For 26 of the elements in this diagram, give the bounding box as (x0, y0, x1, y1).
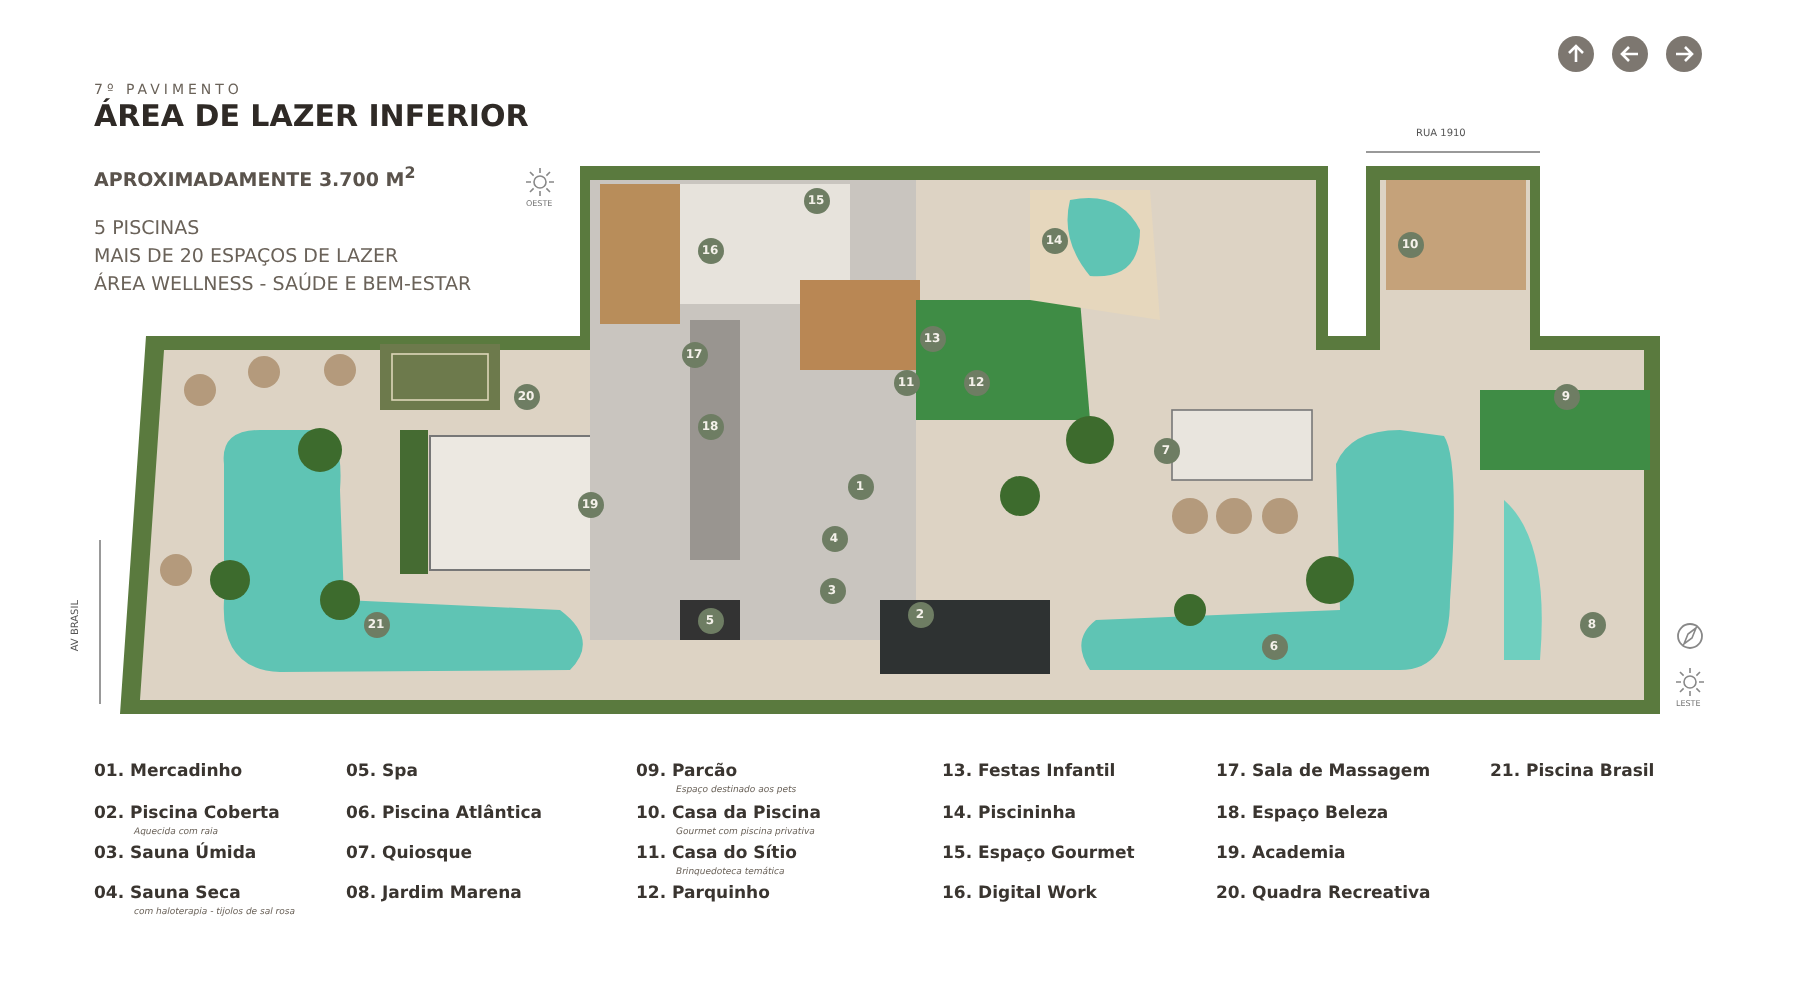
feature-text: MAIS DE 20 ESPAÇOS DE LAZER (94, 248, 399, 270)
key-entry: 03. Sauna Úmida (94, 846, 257, 866)
area-text: APROXIMADAMENTE 3.700 M$^{2}$ (94, 164, 416, 195)
key-entry: 01. Mercadinho (94, 764, 243, 784)
key-entry: 14. Piscininha (942, 806, 1076, 826)
key-entry: 18. Espaço Beleza (1216, 806, 1389, 826)
page-title: ÁREA DE LAZER INFERIOR (94, 100, 529, 135)
key-entry: 12. Parquinho (636, 886, 770, 906)
key-entry: 10. Casa da Piscina (636, 806, 821, 826)
key-entry: 11. Casa do Sítio (636, 846, 797, 866)
key-entry: 21. Piscina Brasil (1490, 764, 1655, 784)
key-entry: 06. Piscina Atlântica (346, 806, 543, 826)
key-entry: 04. Sauna Seca (94, 886, 241, 906)
key-entry: 05. Spa (346, 764, 418, 784)
key-entry: 16. Digital Work (942, 886, 1097, 906)
key-entry: 09. Parcão (636, 764, 738, 784)
key-entry: 20. Quadra Recreativa (1216, 886, 1431, 906)
key-entry: 08. Jardim Marena (346, 886, 522, 906)
key-entry: 07. Quiosque (346, 846, 473, 866)
key-entry: 13. Festas Infantil (942, 764, 1116, 784)
feature-text: 5 PISCINAS (94, 220, 200, 242)
feature-text: ÁREA WELLNESS - SAÚDE E BEM-ESTAR (94, 276, 472, 298)
key-entry: 02. Piscina Coberta (94, 806, 280, 826)
key-entry: 17. Sala de Massagem (1216, 764, 1431, 784)
key-entry: 15. Espaço Gourmet (942, 846, 1135, 866)
key-entry: 19. Academia (1216, 846, 1346, 866)
